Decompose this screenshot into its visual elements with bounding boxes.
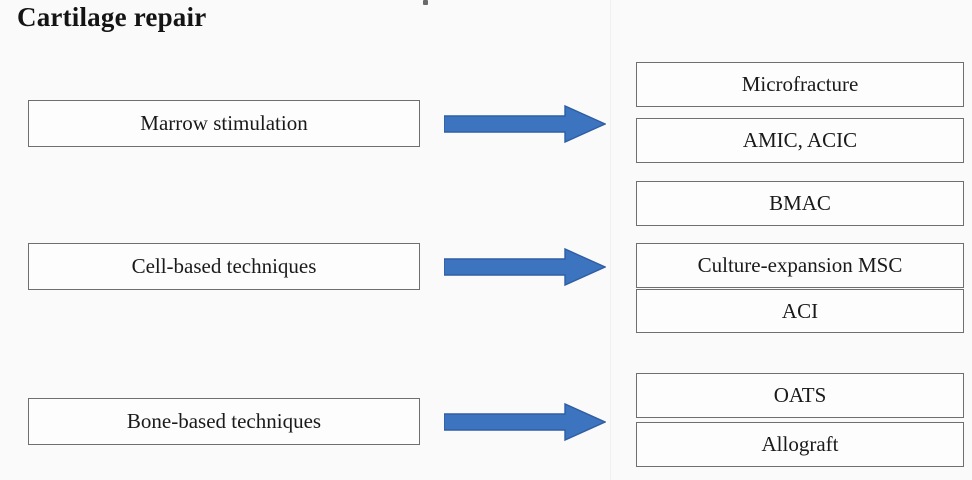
category-box-cell-based-techniques[interactable]: Cell-based techniques [28,243,420,290]
category-label: Marrow stimulation [140,111,308,135]
technique-label: BMAC [769,191,831,215]
technique-label: Culture-expansion MSC [697,253,903,277]
technique-label: Allograft [761,432,839,456]
arrow-right-icon-cell-based [444,247,606,287]
technique-box-amic-acic[interactable]: AMIC, ACIC [636,118,964,163]
technique-box-oats[interactable]: OATS [636,373,964,418]
slide-edge-artifact [610,0,611,480]
technique-box-culture-expansion-msc[interactable]: Culture-expansion MSC [636,243,964,288]
technique-box-bmac[interactable]: BMAC [636,181,964,226]
category-box-marrow-stimulation[interactable]: Marrow stimulation [28,100,420,147]
technique-box-aci[interactable]: ACI [636,289,964,333]
arrow-right-icon-bone-based [444,402,606,442]
technique-label: OATS [773,383,827,407]
technique-label: Microfracture [741,72,859,96]
category-box-bone-based-techniques[interactable]: Bone-based techniques [28,398,420,445]
category-label: Bone-based techniques [126,409,322,433]
technique-box-allograft[interactable]: Allograft [636,422,964,467]
category-label: Cell-based techniques [131,254,317,278]
technique-box-microfracture[interactable]: Microfracture [636,62,964,107]
technique-label: ACI [781,298,819,323]
page-title: Cartilage repair [17,2,207,32]
cropped-text-artifact [423,0,428,5]
technique-label: AMIC, ACIC [742,128,858,152]
arrow-right-icon-marrow-stimulation [444,104,606,144]
